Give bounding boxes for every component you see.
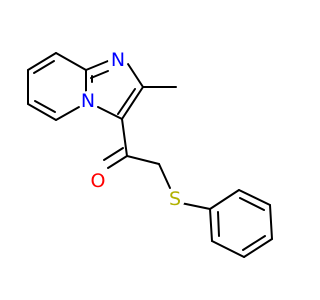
atom-o-ketone-label: O [91, 170, 106, 192]
bond-ph-c4-c5-inner [242, 235, 266, 251]
bond-c5-n4 [55, 106, 80, 121]
bond-sulfur-phenyl [180, 202, 211, 210]
atom-s-thioether: S [165, 188, 185, 210]
molecule-structure-diagram: N N O S [27, 49, 273, 258]
bond-ph-c2-c3 [238, 189, 271, 206]
bond-ph-c6-c1 [209, 208, 213, 242]
bond-c6-c5 [27, 103, 57, 121]
bond-carbonyl-ch2 [126, 155, 160, 165]
atom-n-bridge-label: N [81, 90, 95, 112]
atom-label-group: N N O S [78, 49, 185, 210]
bond-n1-c2 [127, 63, 144, 88]
bond-ph-c6-c1-inner [217, 211, 220, 237]
bond-ph-c3-c4 [269, 204, 273, 240]
bond-c2-c3-inner [117, 88, 136, 115]
bond-ch2-sulfur [158, 163, 171, 189]
bond-c3-n4 [97, 106, 123, 120]
bond-group [27, 52, 273, 258]
bond-ph-c1-c2 [209, 189, 240, 210]
atom-n-bridge: N [78, 90, 98, 112]
bond-ph-c5-c6 [211, 240, 245, 258]
atom-s-thioether-label: S [169, 188, 181, 210]
atom-o-ketone: O [88, 170, 108, 192]
bond-c8a-c8 [55, 52, 87, 71]
bond-c8-c7 [27, 52, 57, 71]
bond-c8a-n1-double [90, 70, 109, 79]
bond-c3-carbonyl [121, 118, 128, 157]
bond-c8a-n1 [85, 60, 109, 71]
atom-n-imine-label: N [111, 49, 125, 71]
bond-carbonyl-oxygen-double [103, 147, 124, 161]
bond-ph-c4-c5 [243, 238, 273, 258]
bond-c2-c3 [121, 86, 144, 120]
bond-c7-c8-inner [33, 60, 55, 74]
bond-carbonyl-oxygen [107, 155, 128, 169]
atom-n-imine: N [108, 49, 128, 71]
bond-c6-c5-inner [34, 100, 56, 113]
bond-ph-c2-c3-inner [239, 197, 265, 211]
